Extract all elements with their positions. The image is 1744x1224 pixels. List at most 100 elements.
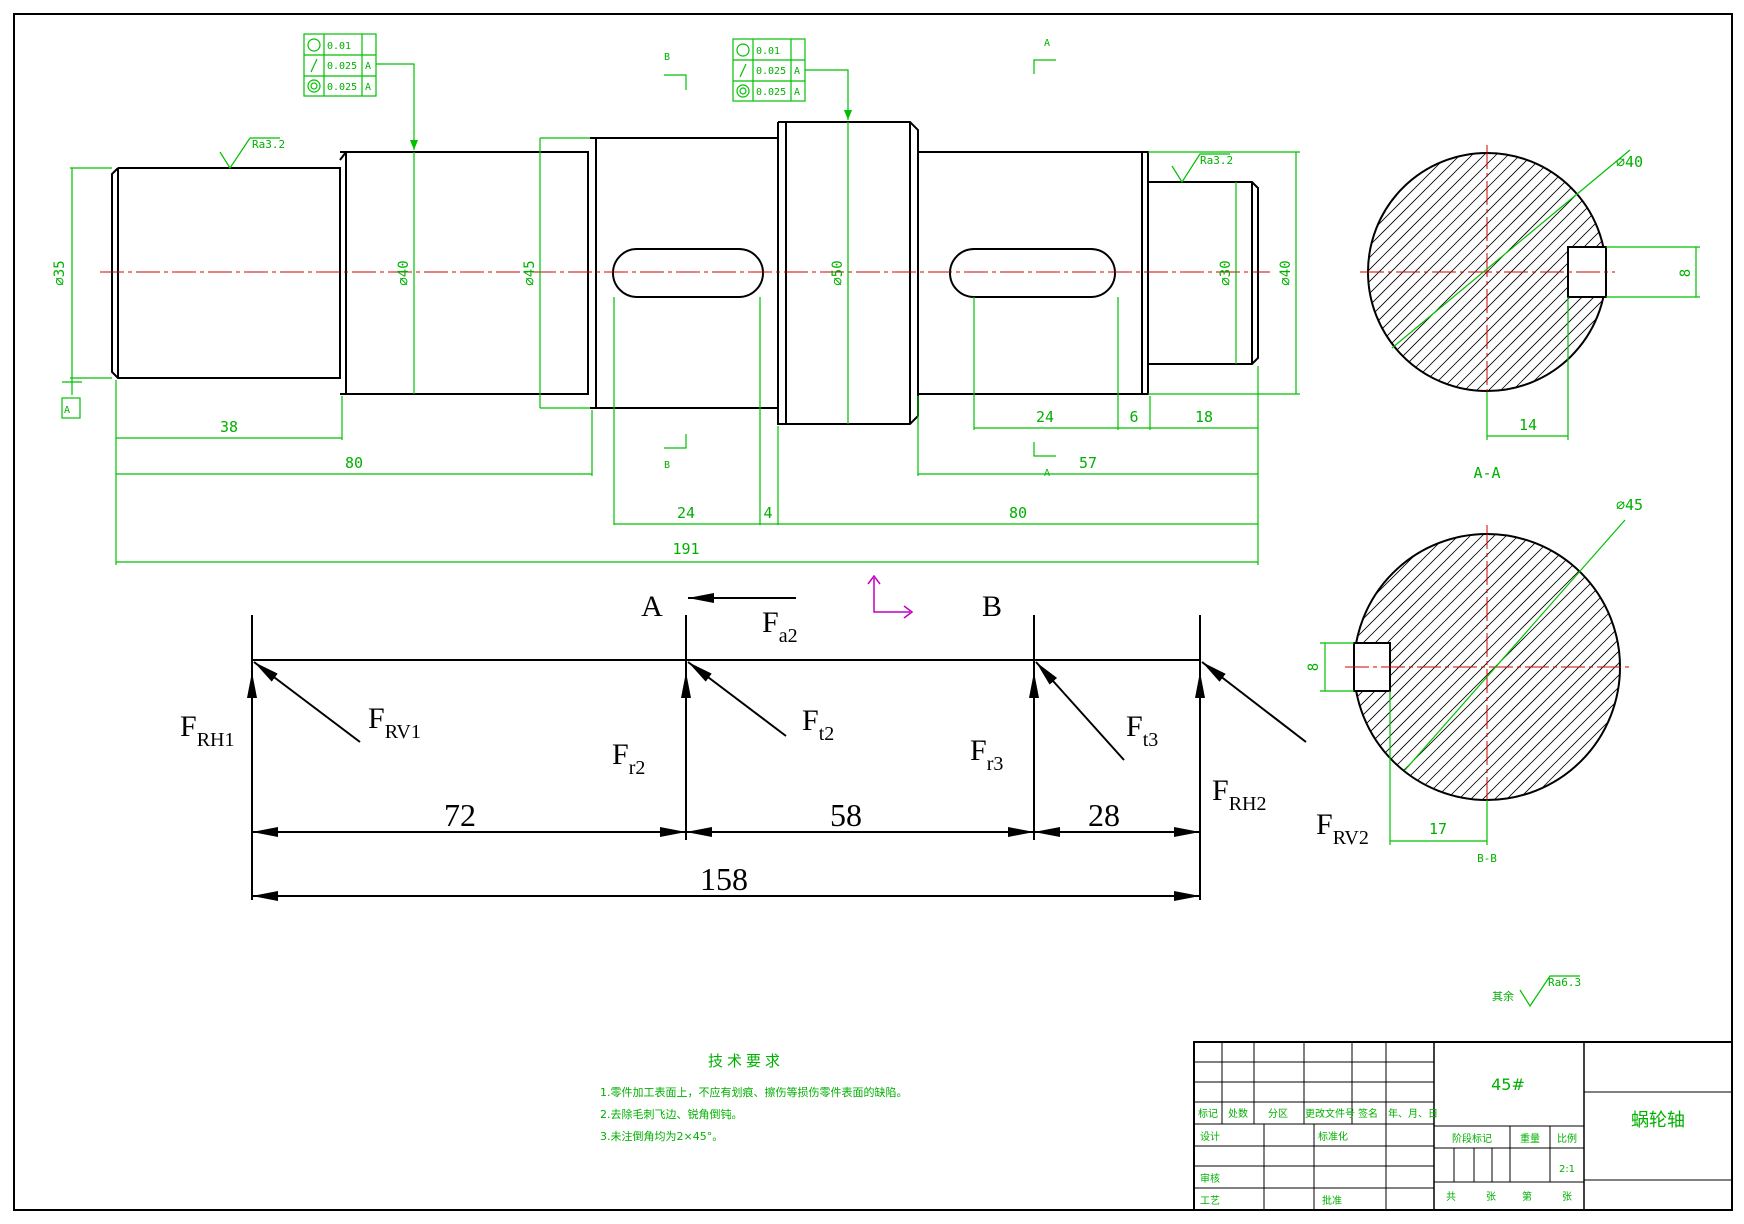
- drawing-border: [13, 13, 1733, 1211]
- technical-requirements: 技术要求 1.零件加工表面上，不应有划痕、擦伤等损伤零件表面的缺陷。 2.去除毛…: [600, 1052, 908, 1143]
- hatch-line: [1354, 534, 1378, 800]
- point-a-label: A: [641, 590, 663, 623]
- tb-part-name: 蜗轮轴: [1631, 1110, 1685, 1131]
- force-frv1: FRV1: [368, 702, 421, 743]
- hatch-line: [1354, 534, 1450, 800]
- section-a-a: ⌀40 8 14 A-A: [1360, 145, 1744, 482]
- bb-key-width: 8: [1306, 663, 1322, 671]
- hatch-line: [1510, 153, 1606, 391]
- dim-24a: 24: [677, 504, 695, 522]
- tb-scale: 比例: [1557, 1132, 1577, 1145]
- roughness-other-value: Ra6.3: [1548, 976, 1581, 989]
- hatch-line: [1354, 534, 1474, 800]
- section-b-b: ⌀45 8 17 B-B: [1306, 496, 1643, 865]
- title-block: 标记 处数 分区 更改文件号 签名 年、月、日 设计 标准化 审核 工艺 批准 …: [1193, 1041, 1733, 1211]
- tb-header-count: 处数: [1228, 1107, 1248, 1120]
- hatch-line: [1504, 534, 1620, 800]
- tol1-r3: 0.025: [327, 82, 357, 93]
- dim-d40b: ⌀40: [1278, 260, 1294, 285]
- dim-38: 38: [220, 418, 238, 436]
- hatch-line: [1368, 153, 1488, 391]
- shaft-front-view: [100, 121, 1270, 425]
- tol2-r3: 0.025: [756, 87, 786, 98]
- tb-header-zone: 分区: [1268, 1108, 1288, 1120]
- span-58: 58: [830, 797, 862, 833]
- force-diagram: A B Fa2 FRH1 FRV1 Fr2 Ft2 Fr3 Ft3 FRH2 F…: [180, 590, 1369, 901]
- cut-a-top: A: [1044, 38, 1050, 49]
- roughness-1: Ra3.2: [252, 138, 285, 151]
- hatch-line: [1368, 153, 1452, 391]
- dim-6: 6: [1129, 408, 1138, 426]
- hatch-line: [1354, 534, 1438, 800]
- dim-80b: 80: [1009, 504, 1027, 522]
- tb-header-change-doc: 更改文件号: [1305, 1107, 1355, 1120]
- tech-req-title: 技术要求: [708, 1052, 784, 1070]
- tolerance-frame-1: 0.01 0.025 A 0.025 A: [303, 33, 418, 150]
- force-frh2: FRH2: [1212, 774, 1266, 815]
- cut-a-bottom: A: [1044, 468, 1050, 479]
- aa-label: A-A: [1473, 464, 1500, 482]
- tb-scale-value: 2:1: [1559, 1164, 1575, 1175]
- force-fr3: Fr3: [970, 734, 1003, 775]
- tech-req-2: 2.去除毛刺飞边、锐角倒钝。: [600, 1107, 743, 1121]
- hatch-line: [1354, 534, 1462, 800]
- dim-d45: ⌀45: [522, 260, 538, 285]
- hatch-line: [1368, 153, 1476, 391]
- hatch-line: [1600, 534, 1620, 800]
- hatch-line: [1607, 152, 1744, 392]
- roughness-symbols: Ra3.2 Ra3.2 Ra6.3 其余: [219, 137, 1581, 1008]
- tb-header-date: 年、月、日: [1388, 1107, 1438, 1120]
- span-28: 28: [1088, 797, 1120, 833]
- tb-material: 45#: [1491, 1075, 1525, 1094]
- bb-key-depth: 17: [1429, 820, 1447, 838]
- tb-standardize: 标准化: [1318, 1130, 1348, 1143]
- hatch-line: [1528, 534, 1620, 800]
- hatch-line: [1498, 153, 1606, 391]
- dim-4: 4: [763, 504, 772, 522]
- tol2-r3-datum: A: [794, 87, 800, 98]
- dim-24b: 24: [1036, 408, 1054, 426]
- hatch-line: [1594, 153, 1606, 391]
- tol2-r2: 0.025: [756, 66, 786, 77]
- hatch-line: [1354, 534, 1486, 800]
- tol2-r1: 0.01: [756, 46, 780, 57]
- dim-80a: 80: [345, 454, 363, 472]
- force-fr2: Fr2: [612, 738, 645, 779]
- bb-label: B-B: [1477, 852, 1497, 865]
- hatch-line: [1516, 534, 1620, 800]
- cut-b-bottom: B: [664, 460, 670, 471]
- aa-diameter: ⌀40: [1616, 153, 1643, 171]
- diameter-dims: ⌀35 ⌀40 ⌀45 ⌀50 ⌀30 ⌀40 A: [52, 122, 1300, 424]
- roughness-2: Ra3.2: [1200, 154, 1233, 167]
- force-fa2: Fa2: [762, 606, 798, 647]
- force-ft2: Ft2: [802, 704, 834, 745]
- tb-stage-mark: 阶段标记: [1452, 1132, 1492, 1145]
- tolerance-frame-2: 0.01 0.025 A 0.025 A: [732, 38, 852, 120]
- section-cut-marks: B A B A: [664, 38, 1056, 479]
- hatch-line: [1522, 153, 1606, 391]
- force-frh1: FRH1: [180, 710, 234, 751]
- length-dims: 38 80 24 4 80 191 24 6 18 57: [115, 297, 1259, 565]
- dim-d30: ⌀30: [1218, 260, 1234, 285]
- tb-header-sign: 签名: [1358, 1107, 1378, 1120]
- tb-sheets-unit1: 张: [1486, 1191, 1496, 1203]
- roughness-other-label: 其余: [1492, 989, 1514, 1003]
- tech-req-1: 1.零件加工表面上，不应有划痕、擦伤等损伤零件表面的缺陷。: [600, 1085, 908, 1099]
- tb-check: 审核: [1200, 1172, 1220, 1185]
- dim-191: 191: [672, 540, 699, 558]
- tb-process: 工艺: [1200, 1195, 1220, 1207]
- tech-req-3: 3.未注倒角均为2×45°。: [600, 1129, 723, 1143]
- dim-d35: ⌀35: [52, 260, 68, 285]
- tb-sheets-no: 第: [1522, 1190, 1532, 1203]
- hatch-line: [1492, 534, 1620, 800]
- hatch-line: [1486, 153, 1606, 391]
- tol1-r2-datum: A: [365, 61, 371, 72]
- hatch-line: [1368, 153, 1464, 391]
- tol1-r3-datum: A: [365, 82, 371, 93]
- span-72: 72: [444, 797, 476, 833]
- tb-weight: 重量: [1520, 1132, 1540, 1145]
- tb-header-mark: 标记: [1198, 1108, 1218, 1120]
- dim-d40: ⌀40: [396, 260, 412, 285]
- force-ft3: Ft3: [1126, 710, 1158, 751]
